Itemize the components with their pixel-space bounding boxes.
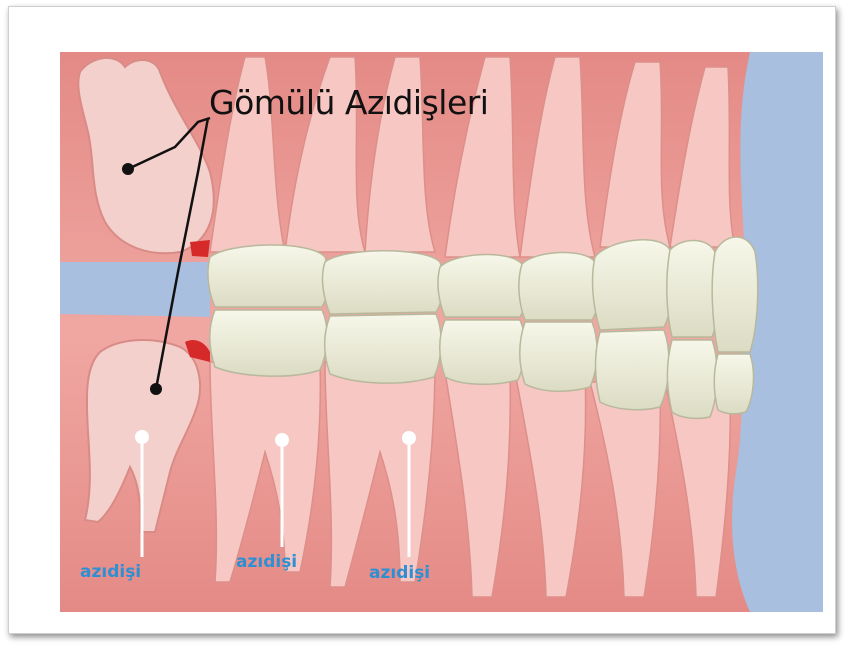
bite-gap — [60, 262, 210, 317]
pointer-dot — [150, 383, 162, 395]
leader-dot — [275, 433, 289, 447]
pointer-dot — [122, 163, 134, 175]
diagram-title: Gömülü Azıdişleri — [209, 83, 488, 122]
image-frame: Gömülü Azıdişleri azıdişi azıdişi azıdiş… — [8, 6, 836, 634]
leader-dot — [402, 431, 416, 445]
gum-accent — [190, 240, 210, 257]
teeth-drawing — [60, 52, 823, 612]
label-molar-3: azıdişi — [369, 563, 430, 583]
teeth-illustration — [60, 52, 823, 612]
label-molar-1: azıdişi — [80, 562, 141, 582]
label-molar-2: azıdişi — [236, 552, 297, 572]
leader-dot — [135, 430, 149, 444]
